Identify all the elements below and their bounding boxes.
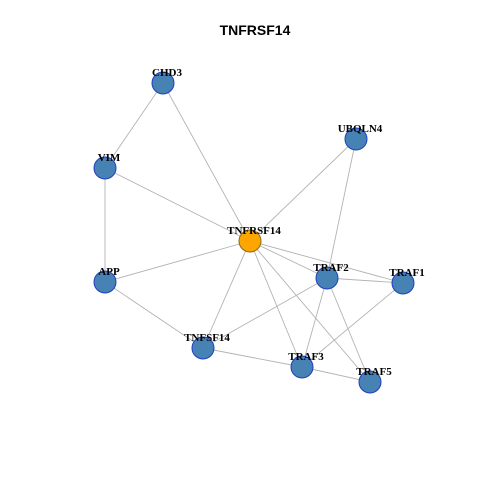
node-label-traf3: TRAF3: [288, 351, 324, 363]
edge-app-tnfsf14: [104, 281, 204, 349]
node-label-tnfrsf14: TNFRSF14: [227, 225, 281, 237]
edge-tnfrsf14-tnfsf14: [202, 240, 251, 349]
edge-tnfrsf14-app: [104, 240, 251, 283]
edge-traf2-traf5: [326, 277, 371, 383]
edges-group: [104, 82, 404, 383]
node-ubqln4: [344, 127, 368, 151]
node-tnfrsf14: [238, 229, 262, 253]
edge-tnfrsf14-traf2: [249, 240, 328, 279]
edge-tnfrsf14-traf3: [249, 240, 303, 368]
graph-title: TNFRSF14: [220, 22, 291, 38]
edge-ubqln4-traf2: [326, 138, 357, 279]
node-traf3: [290, 355, 314, 379]
node-traf2: [315, 266, 339, 290]
node-traf5: [358, 370, 382, 394]
nodes-group: [93, 71, 415, 394]
node-label-traf5: TRAF5: [356, 366, 392, 378]
node-label-traf2: TRAF2: [313, 262, 349, 274]
edge-tnfsf14-traf3: [202, 347, 303, 368]
edge-chd3-vim: [104, 82, 164, 169]
edge-chd3-tnfrsf14: [162, 82, 251, 242]
edge-traf2-tnfsf14: [202, 277, 328, 349]
edge-ubqln4-tnfrsf14: [249, 138, 357, 242]
edge-vim-tnfrsf14: [104, 167, 251, 242]
node-tnfsf14: [191, 336, 215, 360]
edge-traf1-traf3: [301, 282, 404, 368]
edge-traf2-traf3: [301, 277, 328, 368]
node-label-vim: VIM: [98, 152, 121, 164]
node-chd3: [151, 71, 175, 95]
edge-tnfrsf14-traf1: [249, 240, 404, 284]
edge-traf2-traf1: [326, 277, 404, 284]
edge-tnfrsf14-traf5: [249, 240, 371, 383]
node-label-traf1: TRAF1: [389, 267, 424, 279]
node-label-chd3: CHD3: [152, 67, 182, 79]
node-app: [93, 270, 117, 294]
node-traf1: [391, 271, 415, 295]
node-label-tnfsf14: TNFSF14: [184, 332, 230, 344]
edge-traf3-traf5: [301, 366, 371, 383]
node-vim: [93, 156, 117, 180]
node-label-app: APP: [98, 266, 120, 278]
node-label-ubqln4: UBQLN4: [338, 123, 383, 135]
